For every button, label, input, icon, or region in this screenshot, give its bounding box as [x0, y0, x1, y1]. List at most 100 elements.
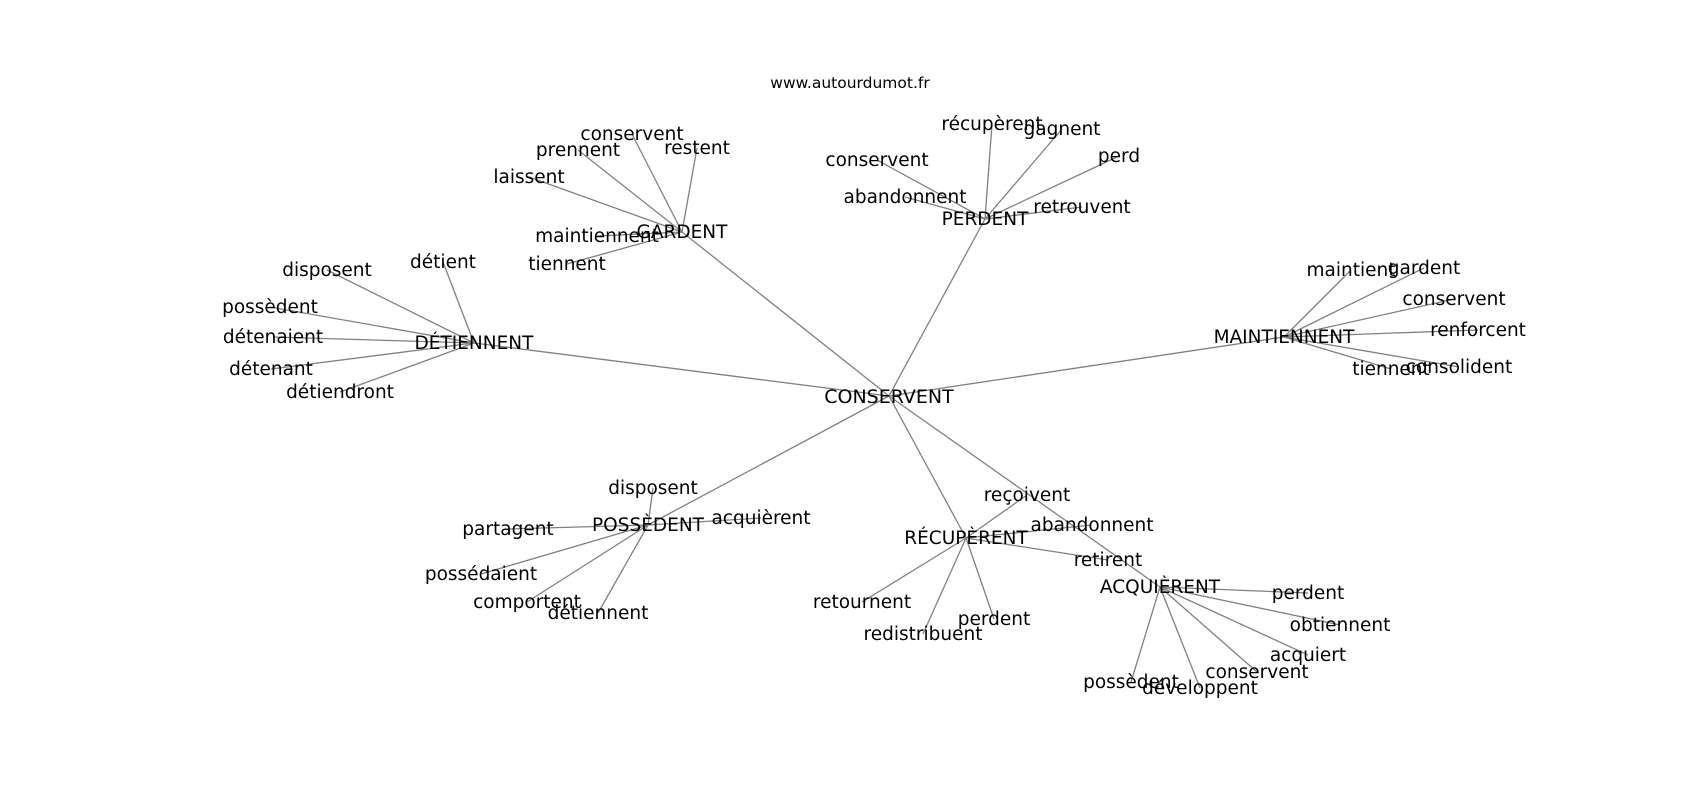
edge-hub-leaf: [339, 342, 475, 393]
edge-center-hub: [888, 395, 1161, 588]
leaf-node: perdent: [958, 609, 1031, 630]
edge-hub-leaf: [904, 196, 986, 220]
leaf-node: détenaient: [223, 327, 323, 348]
hub-node: ACQUIÈRENT: [1100, 576, 1221, 598]
hub-node: MAINTIENNENT: [1214, 327, 1356, 348]
hub-node: RÉCUPÈRENT: [904, 527, 1028, 549]
leaf-node: tiennent: [528, 254, 606, 275]
leaf-node: détenant: [229, 359, 313, 380]
edge-hub-leaf: [1283, 336, 1392, 370]
edge-center-hub: [888, 218, 986, 397]
edge-hub-leaf: [1283, 269, 1352, 338]
edge-center-hub: [888, 395, 967, 539]
leaf-node: retrouvent: [1033, 197, 1130, 218]
edge-hub-leaf: [1159, 586, 1309, 594]
leaf-node: conservent: [580, 124, 683, 145]
edge-hub-leaf: [965, 494, 1028, 539]
edge-hub-leaf: [597, 524, 649, 614]
leaf-node: possédaient: [425, 564, 537, 585]
leaf-node: gagnent: [1024, 119, 1101, 140]
leaf-node: détiennent: [548, 603, 649, 624]
leaf-node: maintient: [1307, 260, 1396, 281]
leaf-node: prennent: [536, 140, 620, 161]
leaf-node: disposent: [282, 260, 372, 281]
edge-hub-leaf: [984, 155, 1120, 220]
hub-node: POSSÈDENT: [592, 514, 705, 536]
edge-hub-leaf: [861, 537, 967, 603]
edge-hub-leaf: [1159, 586, 1341, 626]
edge-hub-leaf: [270, 342, 475, 370]
edge-hub-leaf: [566, 231, 683, 265]
edge-hub-leaf: [526, 524, 649, 603]
edge-hub-leaf: [965, 537, 1109, 561]
center-node: CONSERVENT: [824, 386, 954, 408]
leaf-node: détient: [410, 252, 476, 273]
leaf-node: tiennent: [1352, 359, 1430, 380]
edge-hub-leaf: [922, 537, 967, 635]
leaf-node: abandonnent: [843, 187, 966, 208]
leaf-node: retournent: [813, 592, 911, 613]
edge-hub-leaf: [507, 524, 649, 530]
hub-node: DÉTIENNENT: [415, 332, 535, 354]
leaf-node: possèdent: [1083, 672, 1179, 693]
leaf-node: acquièrent: [711, 508, 810, 529]
edge-hub-leaf: [984, 128, 1063, 220]
edge-hub-leaf: [1159, 586, 1201, 689]
leaf-node: redistribuent: [864, 624, 983, 645]
hub-node: GARDENT: [637, 222, 729, 243]
leaf-node: abandonnent: [1030, 515, 1153, 536]
leaf-node: comportent: [473, 592, 581, 613]
edge-center-hub: [647, 395, 890, 526]
leaf-node: perd: [1098, 146, 1140, 167]
edge-hub-leaf: [577, 149, 683, 233]
leaf-node: détiendront: [286, 382, 394, 403]
leaf-node: conservent: [825, 150, 928, 171]
edge-hub-leaf: [1283, 267, 1425, 338]
edge-hub-leaf: [647, 517, 762, 526]
edge-hub-leaf: [480, 524, 649, 575]
leaf-node: développent: [1142, 678, 1258, 699]
leaf-node: disposent: [608, 478, 698, 499]
leaf-node: consolident: [1406, 357, 1513, 378]
edge-hub-leaf: [1159, 586, 1309, 656]
leaf-node: laissent: [493, 167, 564, 188]
edge-hub-leaf: [876, 159, 986, 220]
edge-hub-leaf: [269, 306, 475, 344]
leaf-node: possèdent: [222, 297, 318, 318]
edge-hub-leaf: [984, 206, 1083, 220]
edge-hub-leaf: [326, 269, 475, 344]
edge-hub-leaf: [272, 336, 475, 344]
edge-hub-leaf: [1283, 329, 1479, 338]
leaf-node: conservent: [1402, 289, 1505, 310]
leaf-node: conservent: [1205, 662, 1308, 683]
leaf-node: renforcent: [1430, 320, 1526, 341]
leaf-node: partagent: [462, 519, 553, 540]
leaf-node: gardent: [1388, 258, 1460, 279]
hub-node: PERDENT: [942, 209, 1029, 230]
edge-hub-leaf: [1130, 586, 1161, 683]
leaf-node: maintiennent: [535, 226, 659, 247]
edge-hub-leaf: [1283, 336, 1460, 368]
leaf-node: perdent: [1272, 583, 1345, 604]
edge-hub-leaf: [596, 231, 683, 237]
edge-hub-leaf: [984, 123, 993, 220]
edge-center-hub: [681, 231, 890, 397]
graph-edges: [269, 123, 1479, 689]
leaf-node: retirent: [1074, 550, 1143, 571]
leaf-node: obtiennent: [1290, 615, 1391, 636]
edge-hub-leaf: [528, 176, 683, 233]
edge-hub-leaf: [442, 261, 475, 344]
site-label: www.autourdumot.fr: [770, 74, 930, 92]
edge-center-hub: [473, 342, 890, 397]
leaf-node: récupèrent: [941, 114, 1042, 135]
edge-hub-leaf: [1159, 586, 1258, 673]
edge-hub-leaf: [631, 133, 683, 233]
edge-hub-leaf: [647, 487, 654, 526]
edge-hub-leaf: [965, 524, 1093, 539]
leaf-node: acquiert: [1270, 645, 1346, 666]
edge-hub-leaf: [681, 147, 698, 233]
leaf-node: restent: [664, 138, 730, 159]
edge-hub-leaf: [965, 537, 995, 620]
